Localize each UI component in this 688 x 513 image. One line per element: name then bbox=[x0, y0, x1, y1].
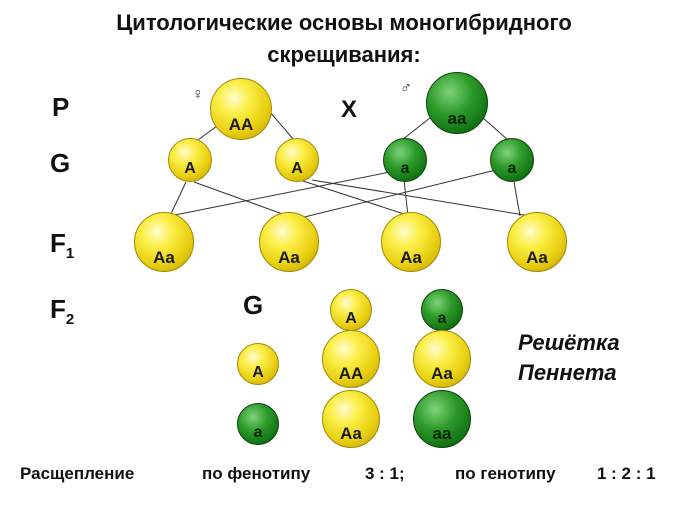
punnett-top-label-1: A bbox=[345, 309, 357, 327]
female-symbol-icon: ♀ bbox=[192, 86, 204, 103]
footer-phenotype-label: по фенотипу bbox=[202, 464, 311, 483]
punnett-cell-label-4: aa bbox=[432, 423, 452, 443]
generation-label-f1: F1 bbox=[50, 228, 74, 262]
footer-genotype-ratio: 1 : 2 : 1 bbox=[597, 464, 656, 483]
gamete-label-3: a bbox=[400, 160, 410, 178]
gamete-ball-1: A bbox=[168, 138, 212, 182]
parent-male-ball: aa bbox=[426, 72, 488, 134]
gamete-label-4: a bbox=[507, 160, 517, 178]
f1-genotype-2: Aa bbox=[278, 247, 300, 267]
gamete-label-1: A bbox=[184, 160, 196, 178]
male-symbol-icon: ♂ bbox=[400, 80, 412, 97]
punnett-left-label-2: a bbox=[253, 423, 263, 441]
generation-label-f2: F2 bbox=[50, 294, 74, 328]
line-g2-f1d bbox=[311, 179, 531, 217]
punnett-gamete-label: G bbox=[243, 290, 264, 320]
f2-letter: F bbox=[50, 294, 66, 324]
line-g1-f1b bbox=[193, 181, 289, 217]
line-g1-f1a bbox=[169, 181, 187, 217]
title-line-2: скрещивания: bbox=[267, 42, 421, 67]
punnett-top-gamete-1: A bbox=[330, 289, 372, 331]
f1-ball-1: Aa bbox=[134, 212, 194, 272]
punnett-left-label-1: A bbox=[252, 363, 264, 381]
punnett-note-line-1: Решётка bbox=[518, 330, 620, 355]
punnett-cell-Aa-1: Aa bbox=[413, 330, 471, 388]
f1-genotype-4: Aa bbox=[526, 247, 548, 267]
punnett-top-gamete-2: a bbox=[421, 289, 463, 331]
footer-label: Расщепление bbox=[20, 464, 135, 483]
punnett-left-gamete-2: a bbox=[237, 403, 279, 445]
line-g4-f1b bbox=[283, 169, 497, 223]
footer-genotype-label: по генотипу bbox=[455, 464, 556, 483]
punnett-cell-label-3: Aa bbox=[340, 423, 362, 443]
line-female-gamete2 bbox=[269, 111, 295, 141]
punnett-cell-aa: aa bbox=[413, 390, 471, 448]
parent-female-genotype: AA bbox=[228, 115, 254, 135]
line-g3-f1c bbox=[403, 179, 409, 217]
f1-ball-2: Aa bbox=[259, 212, 319, 272]
footer-phenotype-ratio: 3 : 1; bbox=[365, 464, 405, 483]
generation-label-g: G bbox=[50, 148, 71, 178]
punnett-top-label-2: a bbox=[437, 309, 447, 327]
f1-genotype-3: Aa bbox=[400, 247, 422, 267]
punnett-cell-label-1: AA bbox=[338, 363, 364, 383]
gamete-ball-2: A bbox=[275, 138, 319, 182]
f1-ball-3: Aa bbox=[381, 212, 441, 272]
gamete-label-2: A bbox=[291, 160, 303, 178]
gamete-ball-3: a bbox=[383, 138, 427, 182]
title-line-1: Цитологические основы моногибридного bbox=[116, 10, 572, 35]
f2-subscript: 2 bbox=[65, 311, 75, 329]
gamete-ball-4: a bbox=[490, 138, 534, 182]
line-g2-f1c bbox=[299, 179, 411, 217]
parent-female-ball: AA bbox=[210, 78, 272, 140]
f1-subscript: 1 bbox=[65, 245, 75, 263]
line-g3-f1a bbox=[159, 171, 391, 219]
f1-letter: F bbox=[50, 228, 66, 258]
punnett-cell-AA: AA bbox=[322, 330, 380, 388]
generation-label-p: P bbox=[52, 92, 70, 122]
line-g4-f1d bbox=[513, 181, 521, 217]
f1-ball-4: Aa bbox=[507, 212, 567, 272]
punnett-cell-Aa-2: Aa bbox=[322, 390, 380, 448]
punnett-cell-label-2: Aa bbox=[431, 363, 453, 383]
cross-symbol: X bbox=[341, 96, 358, 123]
f1-genotype-1: Aa bbox=[153, 247, 175, 267]
punnett-left-gamete-1: A bbox=[237, 343, 279, 385]
punnett-note-line-2: Пеннета bbox=[518, 360, 617, 385]
parent-male-genotype: aa bbox=[447, 109, 467, 129]
